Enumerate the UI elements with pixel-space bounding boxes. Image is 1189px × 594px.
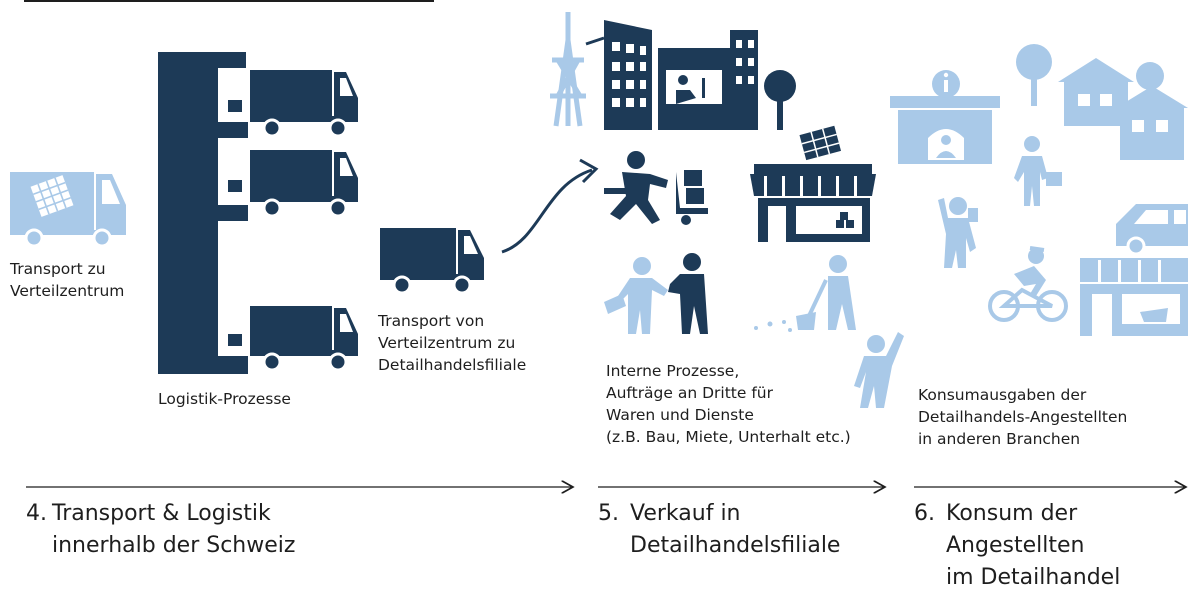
walking-person-icon — [1014, 136, 1062, 206]
caption-konsumausgaben: Konsumausgaben der Detailhandels-Angeste… — [918, 386, 1128, 448]
caption-logistik: Logistik-Prozesse — [158, 390, 291, 408]
caption-transport-filiale: Transport von Verteilzentrum zu Detailha… — [378, 312, 527, 374]
store-icon — [1080, 258, 1188, 336]
waving-person-icon — [854, 332, 904, 408]
city-skyline-icon — [550, 12, 796, 130]
flow-arrowhead — [579, 158, 599, 184]
handshake-icon — [604, 253, 708, 334]
cyclist-icon — [988, 246, 1068, 322]
top-divider-line — [24, 0, 434, 2]
stage-4: 4. Transport & Logistik innerhalb der Sc… — [26, 498, 566, 568]
stage-6: 6. Konsum der Angestellten im Detailhand… — [914, 498, 1184, 590]
flow-arrow-icon — [501, 168, 593, 254]
houses-icon — [1016, 44, 1188, 160]
dark-truck-icon — [380, 228, 484, 295]
stage-5-title: Verkauf in Detailhandelsfiliale — [630, 501, 841, 558]
caption-interne-prozesse: Interne Prozesse, Aufträge an Dritte für… — [606, 362, 851, 446]
stage-5: 5. Verkauf in Detailhandelsfiliale — [598, 498, 888, 568]
light-truck-icon — [10, 172, 126, 248]
caption-transport-verteilzentrum: Transport zu Verteilzentrum — [10, 260, 125, 300]
stage-6-title: Konsum der Angestellten im Detailhandel — [946, 501, 1121, 590]
stage-4-number: 4. — [26, 501, 47, 526]
worker-cart-icon — [604, 151, 708, 225]
shop-icon — [750, 125, 876, 242]
stage-4-title: Transport & Logistik innerhalb der Schwe… — [52, 501, 296, 558]
car-icon — [1116, 204, 1188, 256]
shelf-truck-2 — [228, 150, 358, 218]
shelf-truck-1 — [228, 70, 358, 138]
cleaner-icon — [754, 255, 856, 332]
cheering-person-icon — [938, 197, 978, 268]
warehouse-shelf-icon — [158, 52, 358, 374]
stage-5-number: 5. — [598, 501, 619, 526]
shelf-truck-3 — [228, 306, 358, 372]
stage-6-number: 6. — [914, 501, 935, 526]
info-desk-icon — [890, 70, 1000, 164]
